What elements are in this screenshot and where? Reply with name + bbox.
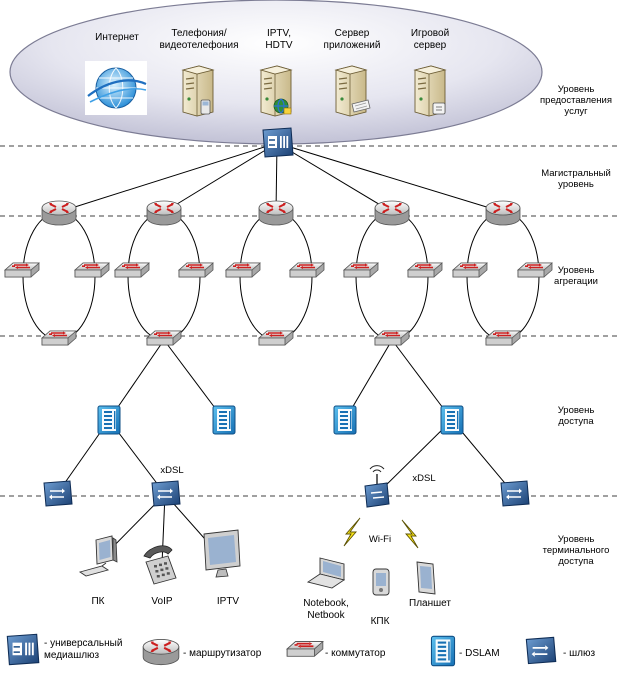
router-icon bbox=[146, 200, 182, 226]
dslam-icon bbox=[333, 405, 357, 435]
dslam-icon bbox=[440, 405, 464, 435]
terminal-label-iptv: IPTV bbox=[217, 596, 240, 607]
switch-icon bbox=[516, 262, 554, 278]
legend-dslam-icon bbox=[430, 635, 456, 667]
service-label-internet: Интернет bbox=[95, 32, 139, 43]
legend-label-switch: - коммутатор bbox=[325, 648, 386, 659]
switch-icon bbox=[224, 262, 262, 278]
laptop-icon bbox=[306, 557, 346, 589]
terminal-label-tablet: Планшет bbox=[409, 598, 451, 609]
terminal-label-kpk: КПК bbox=[371, 616, 390, 627]
labels: Интернет Телефония/видеотелефония IPTV,HDT… bbox=[44, 27, 612, 661]
wifi-access-point-icon bbox=[364, 465, 390, 508]
pc-icon bbox=[78, 535, 118, 577]
dslam-icon bbox=[212, 405, 236, 435]
media-gateway-icon bbox=[262, 127, 294, 158]
legend-router-icon bbox=[142, 639, 180, 666]
switch-icon bbox=[342, 262, 380, 278]
switch-icon bbox=[406, 262, 444, 278]
gateway-icon bbox=[151, 480, 181, 507]
legend-switch-icon bbox=[286, 641, 324, 657]
switch-icon bbox=[373, 330, 411, 346]
level-separators bbox=[0, 145, 621, 497]
wireless-signal-icon bbox=[343, 517, 361, 547]
monitor-icon bbox=[203, 529, 241, 578]
server-globe-icon bbox=[259, 65, 293, 117]
phone-icon bbox=[143, 545, 177, 585]
dslam-icon bbox=[97, 405, 121, 435]
legend-media-gateway-icon bbox=[6, 633, 40, 666]
gateway-icon bbox=[500, 480, 530, 507]
router-icon bbox=[485, 200, 521, 226]
server-gamepad-icon bbox=[413, 65, 447, 117]
router-icon bbox=[41, 200, 77, 226]
terminal-label-voip: VoIP bbox=[151, 596, 172, 607]
switch-icon bbox=[73, 262, 111, 278]
server-phone-icon bbox=[181, 65, 215, 117]
switch-icon bbox=[177, 262, 215, 278]
switch-icon bbox=[451, 262, 489, 278]
router-icon bbox=[374, 200, 410, 226]
link-label-xdsl-left: xDSL bbox=[160, 465, 183, 476]
legend-label-gateway: - шлюз bbox=[563, 648, 595, 659]
switch-icon bbox=[484, 330, 522, 346]
switch-icon bbox=[3, 262, 41, 278]
service-label-iptv: IPTV,HDTV bbox=[265, 28, 293, 51]
server-docs-icon bbox=[334, 65, 371, 117]
terminal-label-pc: ПК bbox=[91, 596, 104, 607]
router-icon bbox=[258, 200, 294, 226]
service-label-telephony: Телефония/видеотелефония bbox=[159, 27, 238, 51]
legend-label-router: - маршрутизатор bbox=[183, 648, 262, 659]
terminal-label-notebook: Notebook,Netbook bbox=[303, 598, 349, 621]
link-label-xdsl-right: xDSL bbox=[412, 473, 435, 484]
legend-label-dslam: - DSLAM bbox=[459, 648, 500, 659]
switch-icon bbox=[40, 330, 78, 346]
switch-icon bbox=[145, 330, 183, 346]
switch-icon bbox=[113, 262, 151, 278]
gateway-icon bbox=[43, 480, 73, 507]
switch-icon bbox=[288, 262, 326, 278]
pda-icon bbox=[372, 568, 390, 596]
tablet-icon bbox=[416, 561, 436, 595]
nodes bbox=[3, 61, 557, 667]
wireless-signal-icon bbox=[401, 519, 419, 549]
link-label-wifi: Wi-Fi bbox=[369, 534, 391, 545]
globe-icon bbox=[85, 61, 147, 115]
legend-gateway-icon bbox=[525, 636, 557, 665]
switch-icon bbox=[257, 330, 295, 346]
